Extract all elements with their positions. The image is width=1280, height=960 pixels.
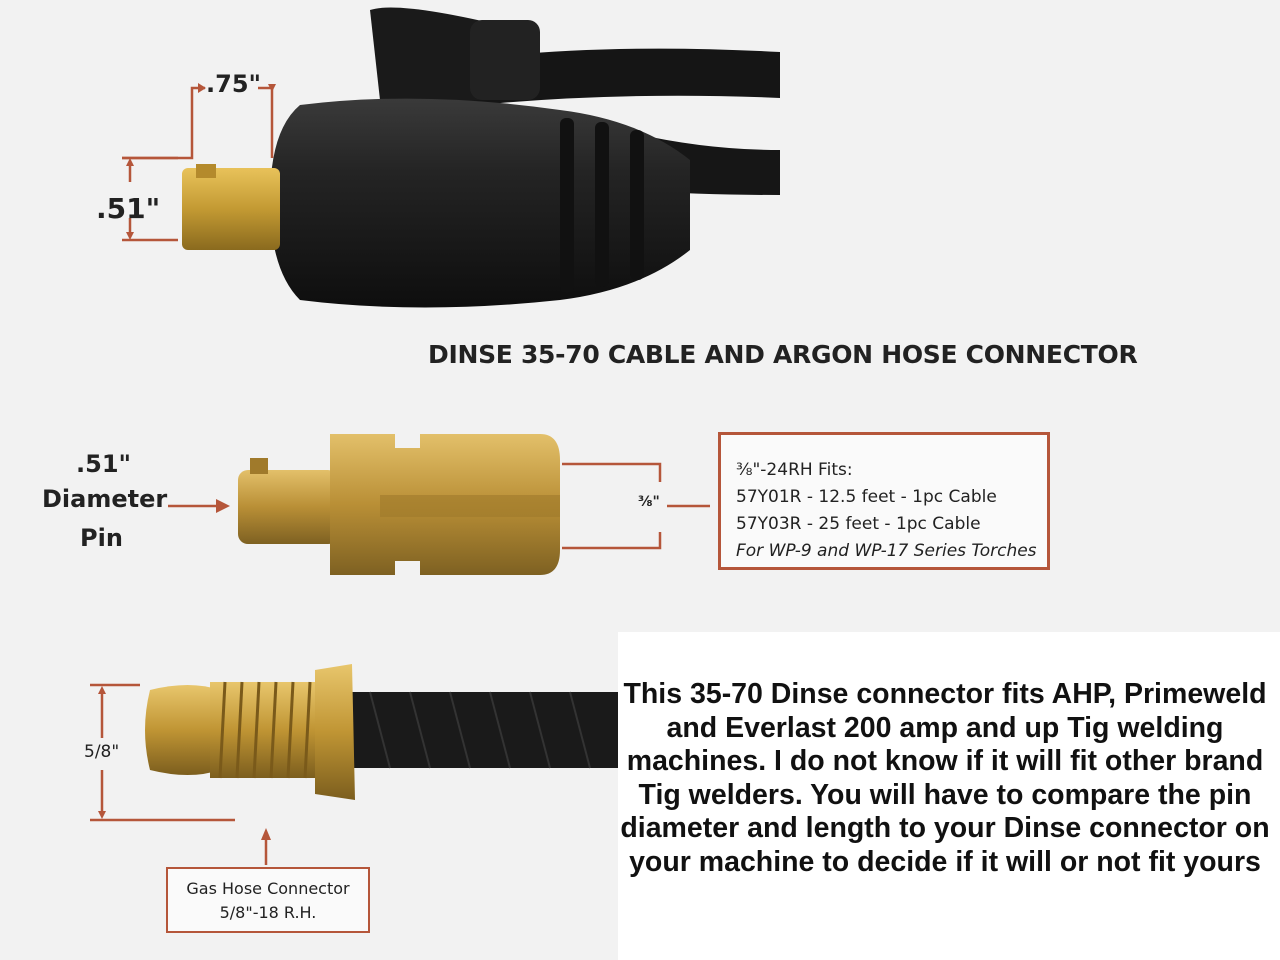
pin-diameter-value: .51" <box>76 450 132 478</box>
gas-fitting-height-dimension: 5/8" <box>84 742 120 762</box>
compatibility-note: This 35-70 Dinse connector fits AHP, Pri… <box>620 678 1270 878</box>
thread-size-dimension: ⅜" <box>638 494 660 510</box>
top-length-dimension: .75" <box>206 70 262 98</box>
top-diameter-dimension: .51" <box>96 192 161 225</box>
spec-line: For WP-9 and WP-17 Series Torches <box>736 541 1037 561</box>
spec-heading: ⅜"-24RH Fits: <box>736 460 853 480</box>
gas-box-line: 5/8"-18 R.H. <box>219 903 317 922</box>
gas-hose-fitting-illustration <box>90 664 630 865</box>
note-panel <box>618 632 1280 960</box>
pin-diameter-label: Diameter <box>42 485 168 513</box>
spec-line: 57Y01R - 12.5 feet - 1pc Cable <box>736 487 997 507</box>
brass-connector-illustration <box>168 434 710 575</box>
gas-hose-connector-label: Gas Hose Connector 5/8"-18 R.H. <box>166 867 370 933</box>
torch-fit-spec-box: ⅜"-24RH Fits: 57Y01R - 12.5 feet - 1pc C… <box>718 432 1050 570</box>
spec-line: 57Y03R - 25 feet - 1pc Cable <box>736 514 981 534</box>
gas-box-line: Gas Hose Connector <box>186 879 350 898</box>
dinse-plug-illustration <box>122 7 780 308</box>
page-title: DINSE 35-70 CABLE AND ARGON HOSE CONNECT… <box>428 340 1138 369</box>
pin-label: Pin <box>80 524 123 552</box>
